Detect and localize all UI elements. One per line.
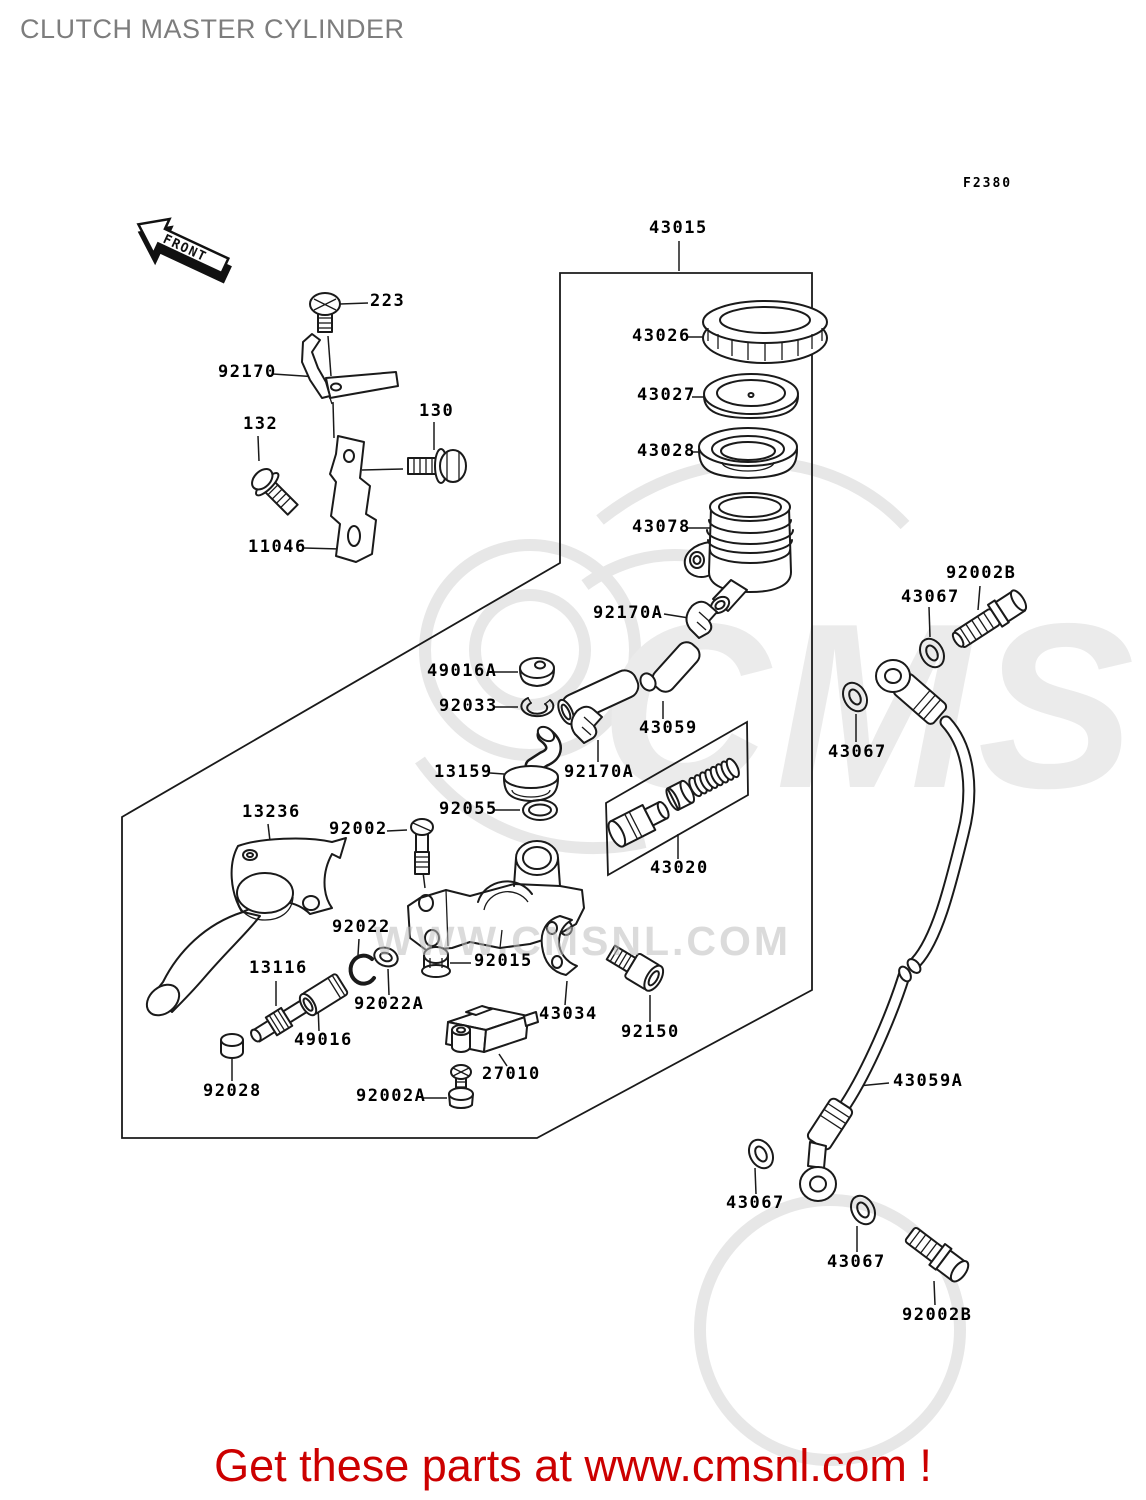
part-label-132-2: 132 xyxy=(243,414,279,434)
part-label-92002b-30: 92002B xyxy=(946,563,1017,583)
part-92028-cap xyxy=(220,1033,244,1059)
part-label-43015-5: 43015 xyxy=(649,218,708,238)
leader-lines xyxy=(231,241,981,1306)
part-label-43078-9: 43078 xyxy=(632,517,691,537)
part-43067-washer-mid xyxy=(842,681,868,713)
part-132-bolt xyxy=(251,468,299,516)
enclosure-outline xyxy=(121,272,813,1139)
part-92033-ring xyxy=(520,697,555,718)
part-label-92033-12: 92033 xyxy=(439,696,498,716)
part-43059a-hose-lower xyxy=(799,965,912,1202)
part-92170a-clamp-top xyxy=(685,600,718,639)
part-43067-washer-bottom-left xyxy=(748,1138,774,1170)
part-label-13236-17: 13236 xyxy=(242,802,301,822)
part-label-130-3: 130 xyxy=(419,401,455,421)
fiche-code: F2380 xyxy=(963,176,1013,191)
part-label-92170-1: 92170 xyxy=(218,362,277,382)
part-label-92150-25: 92150 xyxy=(621,1022,680,1042)
part-label-43020-26: 43020 xyxy=(650,858,709,878)
part-label-92002a-29: 92002A xyxy=(356,1086,427,1106)
part-label-92170a-15: 92170A xyxy=(564,762,635,782)
part-43026-cap xyxy=(702,300,828,364)
part-92002b-banjo-bolt-top xyxy=(951,589,1028,648)
part-label-43059-13: 43059 xyxy=(639,718,698,738)
part-label-92002b-36: 92002B xyxy=(902,1305,973,1325)
part-92015-nut xyxy=(421,946,451,978)
part-label-13159-14: 13159 xyxy=(434,762,493,782)
part-43028-diaphragm xyxy=(698,427,798,479)
part-label-43034-24: 43034 xyxy=(539,1004,598,1024)
part-43059a-hose-upper xyxy=(875,659,976,974)
part-label-43026-6: 43026 xyxy=(632,326,691,346)
part-label-43059a-33: 43059A xyxy=(893,1071,964,1091)
part-49016a-grommet xyxy=(519,657,555,687)
part-43027-plate xyxy=(703,373,799,419)
part-label-43027-7: 43027 xyxy=(637,385,696,405)
part-43020-spring xyxy=(688,757,740,798)
banner-link[interactable]: Get these parts at www.cmsnl.com ! xyxy=(214,1440,932,1491)
part-49016-bushing xyxy=(298,973,349,1017)
part-11046-bracket xyxy=(329,435,377,563)
part-label-43067-31: 43067 xyxy=(901,587,960,607)
part-43067-washer-top xyxy=(919,637,945,669)
part-label-13116-22: 13116 xyxy=(249,958,308,978)
part-label-49016a-11: 49016A xyxy=(427,661,498,681)
part-label-43067-32: 43067 xyxy=(828,742,887,762)
part-92170-bracket xyxy=(301,333,399,405)
part-label-223-0: 223 xyxy=(370,291,406,311)
part-label-92028-28: 92028 xyxy=(203,1081,262,1101)
part-43034-clamp xyxy=(540,915,578,976)
part-label-92002-18: 92002 xyxy=(329,819,388,839)
part-label-92055-16: 92055 xyxy=(439,799,498,819)
part-43020-cup xyxy=(665,779,696,811)
part-master-cylinder-body xyxy=(407,840,585,951)
part-43020-piston xyxy=(607,800,670,848)
part-43067-washer-bottom-right xyxy=(850,1194,876,1226)
part-223-screw xyxy=(309,292,341,333)
part-92022a-washer xyxy=(373,946,399,968)
part-label-92015-20: 92015 xyxy=(474,951,533,971)
part-92002a-bolt xyxy=(448,1064,474,1110)
page-title: CLUTCH MASTER CYLINDER xyxy=(20,14,405,44)
part-92002b-banjo-bolt-bottom xyxy=(904,1226,970,1283)
part-27010-switch xyxy=(445,1005,539,1053)
watermark-text: WWW.CMSNL.COM xyxy=(374,918,792,964)
part-label-92022-19: 92022 xyxy=(332,917,391,937)
part-label-49016-23: 49016 xyxy=(294,1030,353,1050)
part-13236-lever xyxy=(145,837,347,1017)
part-label-43028-8: 43028 xyxy=(637,441,696,461)
part-92002-bolt xyxy=(410,818,434,875)
kit-box-43020 xyxy=(605,720,749,877)
part-92150-bolt xyxy=(605,944,665,992)
part-label-43067-35: 43067 xyxy=(827,1252,886,1272)
part-label-92170a-10: 92170A xyxy=(593,603,664,623)
part-13159-elbow xyxy=(503,725,562,802)
part-label-92022a-21: 92022A xyxy=(354,994,425,1014)
part-130-bolt xyxy=(407,448,467,484)
part-92170a-clamp-mid xyxy=(570,705,603,744)
part-label-43067-34: 43067 xyxy=(726,1193,785,1213)
part-label-11046-4: 11046 xyxy=(248,537,307,557)
part-92055-oring xyxy=(522,799,558,821)
part-92022-circlip xyxy=(348,953,376,986)
part-43078-reservoir xyxy=(683,492,794,615)
front-arrow: FRONT xyxy=(136,217,232,284)
part-label-27010-27: 27010 xyxy=(482,1064,541,1084)
